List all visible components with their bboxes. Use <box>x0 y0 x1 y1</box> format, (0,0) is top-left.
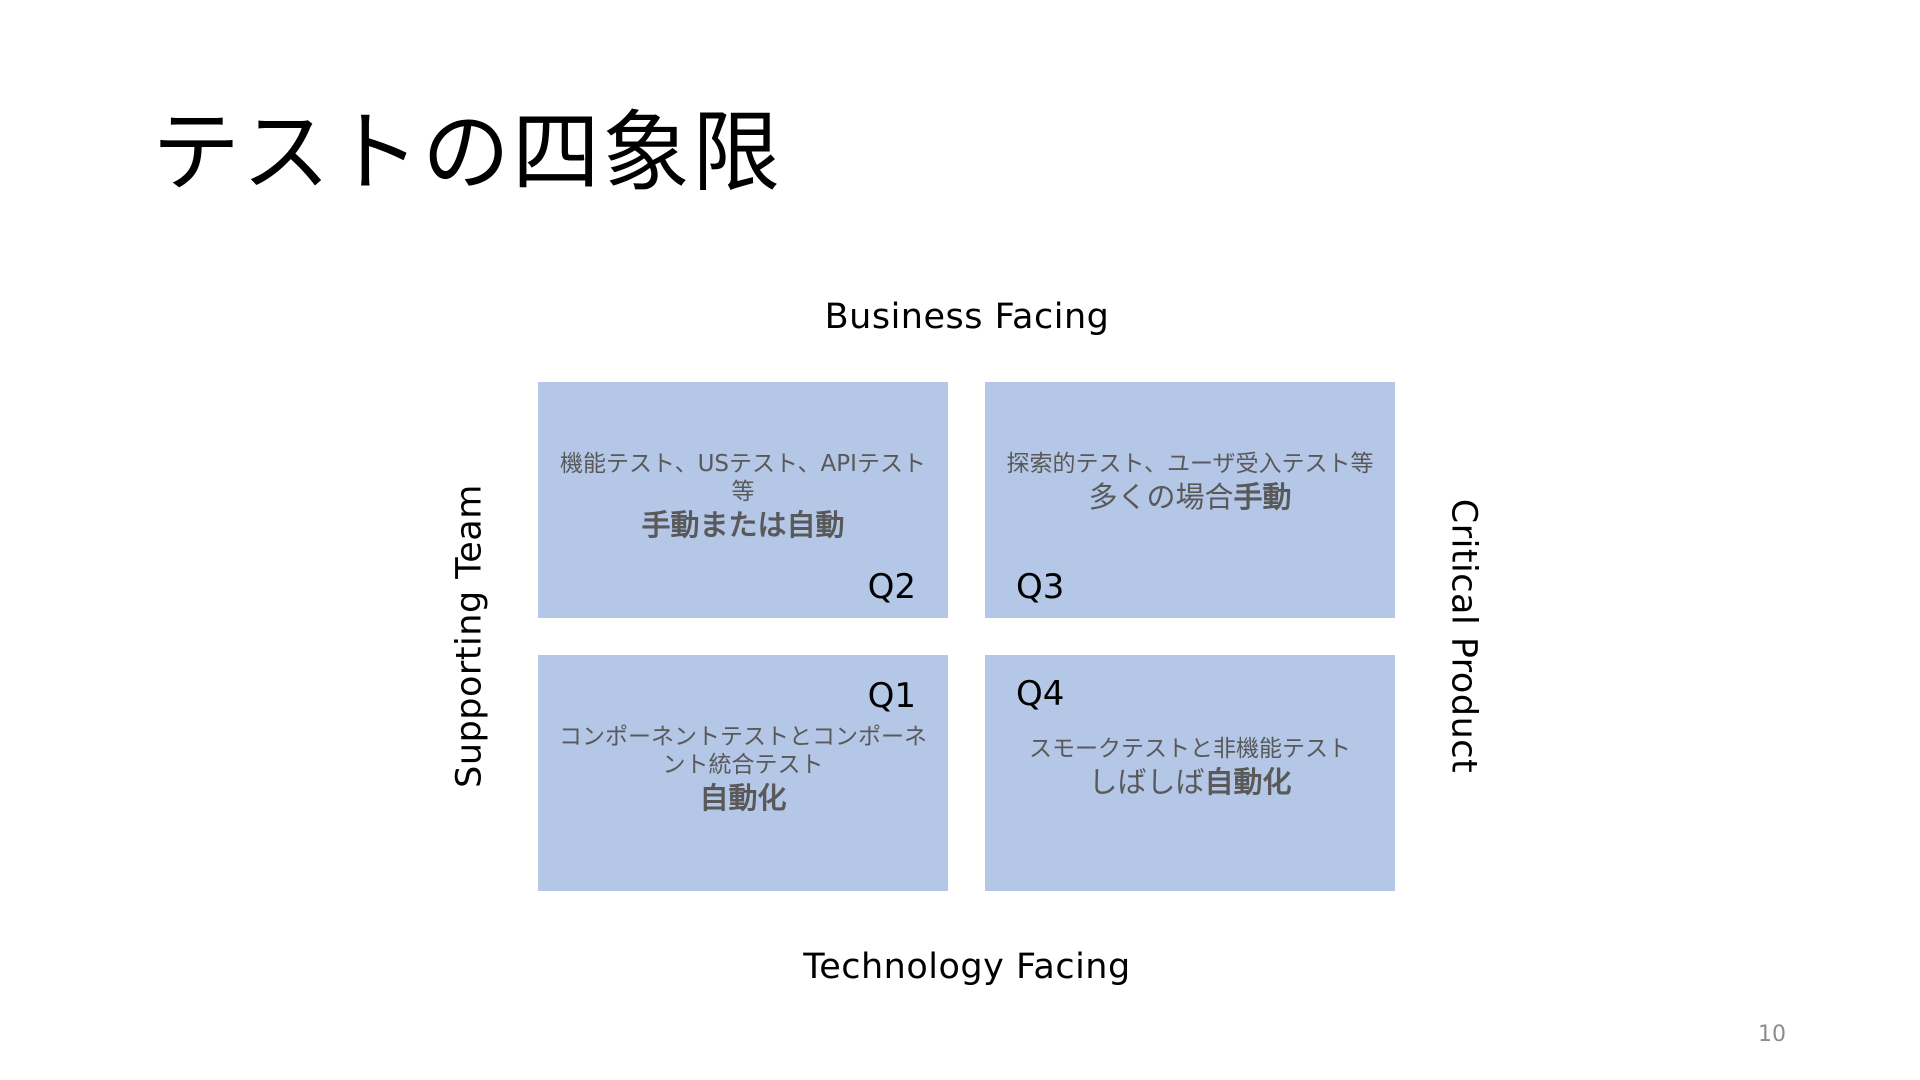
axis-label-top: Business Facing <box>824 297 1110 337</box>
quadrant-body: スモークテストと非機能テスト しばしば自動化 <box>1005 735 1375 801</box>
quadrant-mode-prefix: しばしば <box>1088 765 1205 799</box>
quadrant-mode: 自動化 <box>558 779 928 817</box>
quadrant-label: Q2 <box>867 567 916 607</box>
slide-title: テストの四象限 <box>152 101 783 204</box>
quadrant-description: 機能テスト、USテスト、APIテスト等 <box>560 451 926 505</box>
quadrant-q1: Q1 コンポーネントテストとコンポーネント統合テスト 自動化 <box>538 655 948 891</box>
quadrant-body: 機能テスト、USテスト、APIテスト等 手動または自動 <box>558 450 928 544</box>
quadrant-mode-emphasis: 自動化 <box>1204 765 1292 799</box>
quadrant-label: Q1 <box>867 676 916 716</box>
quadrant-description: コンポーネントテストとコンポーネント統合テスト <box>559 724 927 778</box>
quadrant-mode-emphasis: 手動または自動 <box>641 508 845 542</box>
quadrant-description: スモークテストと非機能テスト <box>1029 736 1351 762</box>
page-number: 10 <box>1758 1022 1786 1047</box>
quadrant-description: 探索的テスト、ユーザ受入テスト等 <box>1006 451 1374 477</box>
quadrant-mode-emphasis: 自動化 <box>699 781 787 815</box>
quadrant-q4: Q4 スモークテストと非機能テスト しばしば自動化 <box>985 655 1395 891</box>
quadrant-mode: 多くの場合手動 <box>1005 478 1375 516</box>
quadrant-body: 探索的テスト、ユーザ受入テスト等 多くの場合手動 <box>1005 450 1375 516</box>
quadrant-label: Q3 <box>1016 567 1065 607</box>
axis-label-left: Supporting Team <box>449 484 490 788</box>
axis-label-right: Critical Product <box>1443 498 1484 774</box>
axis-label-bottom: Technology Facing <box>803 947 1131 987</box>
quadrant-mode-prefix: 多くの場合 <box>1088 480 1234 514</box>
quadrant-q3: 探索的テスト、ユーザ受入テスト等 多くの場合手動 Q3 <box>985 382 1395 618</box>
quadrant-body: コンポーネントテストとコンポーネント統合テスト 自動化 <box>558 723 928 817</box>
quadrant-mode: 手動または自動 <box>558 506 928 544</box>
quadrant-mode: しばしば自動化 <box>1005 763 1375 801</box>
quadrant-mode-emphasis: 手動 <box>1233 480 1292 514</box>
quadrant-q2: 機能テスト、USテスト、APIテスト等 手動または自動 Q2 <box>538 382 948 618</box>
quadrant-label: Q4 <box>1016 674 1065 714</box>
